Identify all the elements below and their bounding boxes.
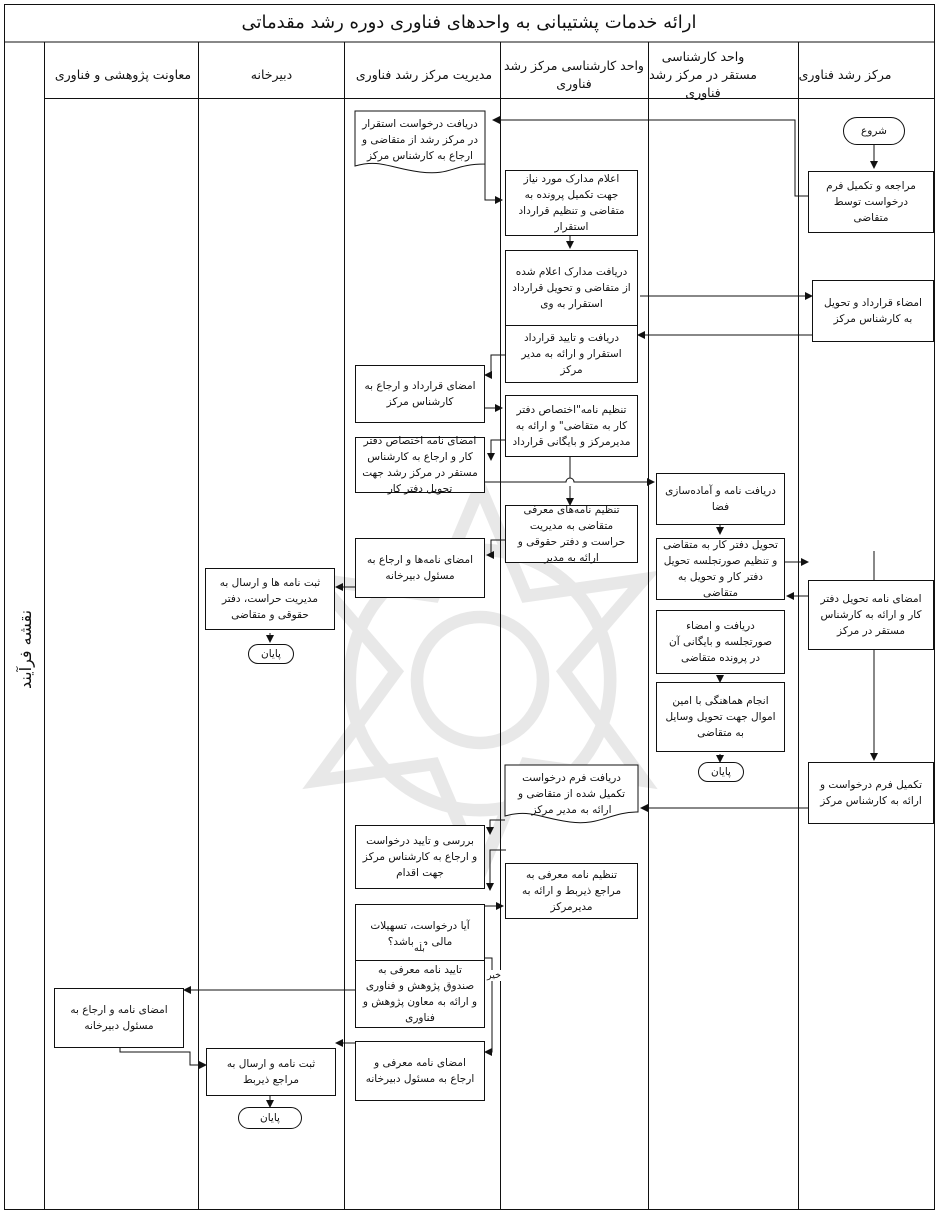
node-k1: اعلام مدارک مورد نیاز جهت تکمیل پرونده ب… xyxy=(505,170,638,236)
node-m1: دریافت درخواست استقرار در مرکز رشد از مت… xyxy=(361,118,479,162)
node-s2: تحویل دفتر کار به متقاضی و تنظیم صورتجلس… xyxy=(656,538,785,600)
node-c3: امضای نامه تحویل دفتر کار و ارائه به کار… xyxy=(808,580,934,650)
node-k5: تنظیم نامه‌های معرفی متقاضی به مدیریت حر… xyxy=(505,504,638,564)
lane-header-modiriat: مدیریت مرکز رشد فناوری xyxy=(355,67,493,82)
node-k4: تنظیم نامه"اختصاص دفتر کار به متقاضی" و … xyxy=(505,395,638,457)
lane-header-moavenat: معاونت پژوهشی و فناوری xyxy=(54,67,192,82)
node-m8: امضای نامه معرفی و ارجاع به مسئول دبیرخا… xyxy=(355,1041,485,1101)
end-terminal-1: پایان xyxy=(248,644,294,664)
end-terminal-2: پایان xyxy=(698,762,744,782)
node-k2: دریافت مدارک اعلام شده از متقاضی و تحویل… xyxy=(505,250,638,326)
node-m4: امضای نامه‌ها و ارجاع به مسئول دبیرخانه xyxy=(355,538,485,598)
no-label: خیر xyxy=(487,970,501,981)
node-c1: مراجعه و تکمیل فرم درخواست توسط متقاضی xyxy=(808,171,934,233)
yes-label: بله xyxy=(414,943,425,954)
node-s4: انجام هماهنگی با امین اموال جهت تحویل وس… xyxy=(656,682,785,752)
node-d2: ثبت نامه و ارسال به مراجع ذیربط xyxy=(206,1048,336,1096)
node-v1: امضای نامه و ارجاع به مسئول دبیرخانه xyxy=(54,988,184,1048)
node-s1: دریافت نامه و آماده‌سازی فضا xyxy=(656,473,785,525)
node-m6-decision: آیا درخواست، تسهیلات مالی می‌باشد؟ xyxy=(355,904,485,964)
node-c2: امضاء قرارداد و تحویل به کارشناس مرکز xyxy=(812,280,934,342)
page-title: ارائه خدمات پشتیبانی به واحدهای فناوری د… xyxy=(241,12,697,33)
node-k6: دریافت فرم درخواست تکمیل شده از متقاضی و… xyxy=(517,772,626,816)
node-c4: تکمیل فرم درخواست و ارائه به کارشناس مرک… xyxy=(808,762,934,824)
end-terminal-3: پایان xyxy=(238,1107,302,1129)
node-k7: تنظیم نامه معرفی به مراجع ذیربط و ارائه … xyxy=(505,863,638,919)
node-m5: بررسی و تایید درخواست و ارجاع به کارشناس… xyxy=(355,825,485,889)
start-terminal: شروع xyxy=(843,117,905,145)
lane-header-markaz: مرکز رشد فناوری xyxy=(798,67,892,82)
lane-header-dabirkhaneh: دبیرخانه xyxy=(250,67,293,82)
node-s3: دریافت و امضاء صورتجلسه و بایگانی آن در … xyxy=(656,610,785,674)
node-m3: امضای نامه اختصاص دفتر کار و ارجاع به کا… xyxy=(355,435,485,495)
node-m2: امضای قرارداد و ارجاع به کارشناس مرکز xyxy=(355,365,485,423)
lane-header-mostaghar: واحد کارشناسی مستقر در مرکز رشد فناوری xyxy=(649,49,757,100)
node-k3: دریافت و تایید قرارداد استقرار و ارائه ب… xyxy=(505,325,638,383)
node-d1: ثبت نامه ها و ارسال به مدیریت حراست، دفت… xyxy=(205,568,335,630)
node-m7: تایید نامه معرفی به صندوق پژوهش و فناوری… xyxy=(355,960,485,1028)
side-label: نقشه فرآیند xyxy=(16,609,36,689)
lane-header-karshenasi: واحد کارشناسی مرکز رشد فناوری xyxy=(504,58,644,91)
